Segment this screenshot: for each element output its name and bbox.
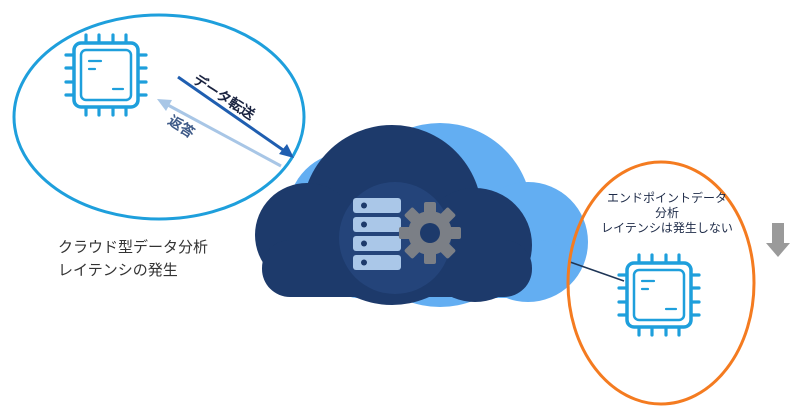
arrow-down-icon xyxy=(766,223,790,257)
cloud-analysis-caption: クラウド型データ分析 レイテンシの発生 xyxy=(58,236,208,282)
right-chip-icon xyxy=(617,253,701,337)
edge-device-zone xyxy=(566,160,756,406)
left-chip-icon xyxy=(64,33,148,117)
edge-caption-line-3: レイテンシは発生しない xyxy=(601,221,733,235)
data-transfer-label: データ転送 xyxy=(190,71,259,124)
data-transfer-arrow xyxy=(177,75,294,158)
local-device-zone xyxy=(12,13,306,221)
edge-caption-line-1: エンドポイントデータ xyxy=(606,191,727,205)
server-rack-icon xyxy=(353,198,401,270)
reply-arrow xyxy=(157,99,282,168)
edge-connector-line xyxy=(569,261,625,282)
gear-icon xyxy=(399,202,461,264)
cloud-caption-line-1: クラウド型データ分析 xyxy=(58,238,209,256)
cloud-caption-line-2: レイテンシの発生 xyxy=(58,261,178,279)
edge-analysis-caption: エンドポイントデータ 分析 レイテンシは発生しない xyxy=(588,191,746,236)
reply-label: 返答 xyxy=(165,112,199,142)
edge-caption-line-2: 分析 xyxy=(654,206,679,220)
